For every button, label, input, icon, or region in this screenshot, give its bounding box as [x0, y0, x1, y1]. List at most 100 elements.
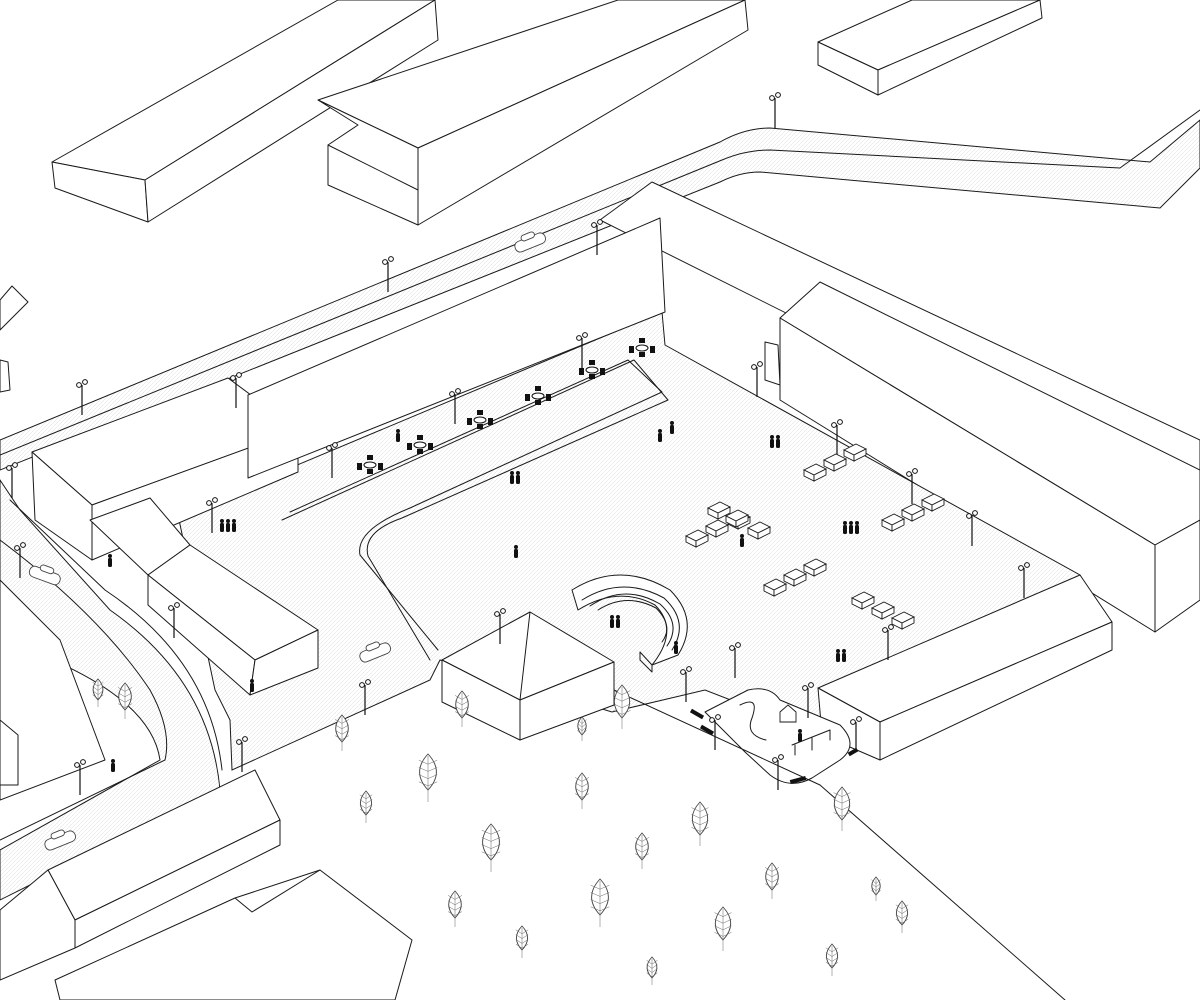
- person-figure: [770, 435, 774, 448]
- tree-icon: [515, 925, 529, 958]
- building-top-right: [817, 0, 1043, 96]
- right-lower-boundary: [613, 689, 1066, 1000]
- central-pavilion: [441, 611, 615, 741]
- street-lamp-icon: [449, 388, 461, 424]
- person-figure: [670, 421, 674, 434]
- street-lamp-icon: [966, 510, 978, 546]
- street-lamp-icon: [802, 682, 814, 718]
- person-figure: [776, 435, 780, 448]
- street-lamp-icon: [751, 361, 763, 397]
- tree-icon: [418, 753, 438, 802]
- cafe-table-set: [579, 360, 605, 379]
- person-figure: [396, 429, 400, 442]
- cafe-table-set: [467, 410, 493, 429]
- tree-icon: [577, 716, 587, 741]
- tree-icon: [871, 876, 881, 901]
- tree-icon: [334, 714, 350, 751]
- person-figure: [740, 534, 744, 547]
- person-figure: [108, 554, 112, 567]
- person-figure: [855, 521, 859, 534]
- play-house: [779, 704, 797, 723]
- playground: [704, 688, 851, 784]
- tree-icon: [590, 878, 610, 927]
- person-figure: [232, 519, 236, 532]
- person-figure: [250, 679, 254, 692]
- tree-icon: [454, 690, 470, 727]
- tree-icon: [92, 678, 104, 707]
- street-lamp-icon: [882, 624, 894, 660]
- street-lamp-icon: [74, 759, 86, 795]
- tree-icon: [764, 862, 780, 899]
- car-icon: [359, 641, 392, 663]
- building-left-edge: [0, 285, 29, 393]
- street-lamp-icon: [709, 714, 721, 750]
- tree-icon: [833, 786, 851, 831]
- cars: [28, 231, 547, 851]
- building-bottom-left-long: [0, 769, 281, 981]
- person-figure: [616, 615, 620, 628]
- paved-plaza: [177, 311, 1113, 771]
- street-lamp-icon: [382, 256, 394, 292]
- person-figure: [842, 649, 846, 662]
- person-figure: [658, 429, 662, 442]
- cafe-table-set: [357, 455, 383, 474]
- person-figure: [843, 521, 847, 534]
- tree-icon: [447, 890, 463, 927]
- tree-icon: [117, 682, 133, 719]
- street-lamp-icon: [236, 736, 248, 772]
- building-right-main: [779, 281, 1200, 633]
- tree-icon: [481, 823, 501, 872]
- street-lamp-icon: [729, 642, 741, 678]
- street-lamp-icon: [206, 497, 218, 533]
- cafe-table-set: [629, 338, 655, 357]
- person-figure: [514, 545, 518, 558]
- tree-icon: [634, 832, 650, 869]
- tree-icon: [574, 772, 590, 809]
- building-bottom-right: [817, 574, 1113, 761]
- street-lamp-icon: [14, 542, 26, 578]
- car-icon: [44, 829, 77, 851]
- cafe-table-set: [525, 386, 551, 405]
- street-lamp-icon: [76, 379, 88, 415]
- amphitheater-steps: [571, 574, 688, 673]
- person-figure: [226, 519, 230, 532]
- street-lamp-icon: [6, 462, 18, 498]
- person-figure: [836, 649, 840, 662]
- street-lamp-icon: [230, 372, 242, 408]
- street-lamp-icon: [494, 608, 506, 644]
- tree-icon: [646, 956, 658, 985]
- person-figure: [516, 471, 520, 484]
- car-icon: [514, 231, 547, 253]
- street-lamp-icon: [680, 666, 692, 702]
- tree-icon: [895, 900, 909, 933]
- tree-icon: [691, 801, 709, 846]
- person-figure: [610, 615, 614, 628]
- building-top-left-long: [51, 0, 439, 223]
- street-lamp-icon: [591, 219, 603, 255]
- tree-icon: [359, 790, 373, 823]
- street-lamp-icon: [906, 468, 918, 504]
- benches: [689, 708, 859, 785]
- cafe-table-set: [407, 435, 433, 454]
- building-bottom-center: [54, 869, 413, 1000]
- street-lamp-icon: [359, 679, 371, 715]
- person-figure: [111, 759, 115, 772]
- street-lamp-icon: [769, 92, 781, 128]
- person-figure: [849, 521, 853, 534]
- street-lamp-icon: [831, 419, 843, 455]
- street-lamp-icon: [772, 754, 784, 790]
- market-stalls: [684, 443, 946, 630]
- upper-road: [0, 109, 1200, 471]
- building-left-corner: [0, 579, 106, 801]
- street-lamps: [6, 92, 1030, 795]
- street-lamp-icon: [326, 442, 338, 478]
- building-top-center-long: [317, 0, 749, 226]
- street-lamp-icon: [1018, 562, 1030, 598]
- slide: [739, 701, 767, 741]
- cafe-tables: [357, 338, 655, 474]
- person-figure: [220, 519, 224, 532]
- street-lamp-icon: [850, 716, 862, 752]
- tree-icon: [613, 684, 631, 729]
- street-lamp-icon: [576, 332, 588, 368]
